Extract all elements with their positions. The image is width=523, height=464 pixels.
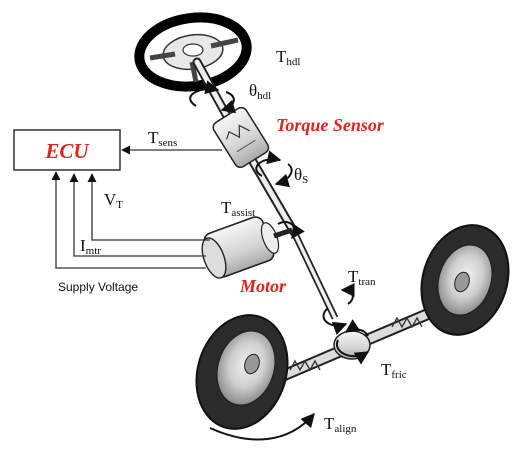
motor-body	[197, 215, 292, 281]
torque-sensor-housing	[211, 105, 271, 169]
t-fric-label: Tfric	[381, 360, 407, 381]
t-hdl-label: Thdl	[276, 47, 300, 68]
i-mtr-label: Imtr	[80, 236, 101, 257]
ecu-label: ECU	[44, 139, 90, 163]
steering-wheel	[135, 11, 251, 93]
t-tran-label: Ttran	[348, 267, 376, 288]
t-align-label: Talign	[324, 414, 357, 435]
v-t-label: VT	[104, 190, 123, 211]
ecu-box: ECU	[14, 130, 120, 170]
torque-sensor-label: Torque Sensor	[276, 115, 385, 135]
left-wheel	[182, 303, 302, 441]
t-sens-label: Tsens	[148, 128, 177, 149]
t-assist-label: Tassist	[221, 198, 255, 219]
motor-label: Motor	[239, 276, 287, 296]
theta-hdl-label: θhdl	[249, 81, 271, 102]
theta-s-label: θS	[294, 165, 308, 186]
right-wheel	[408, 214, 522, 346]
supply-voltage-label: Supply Voltage	[58, 280, 138, 294]
